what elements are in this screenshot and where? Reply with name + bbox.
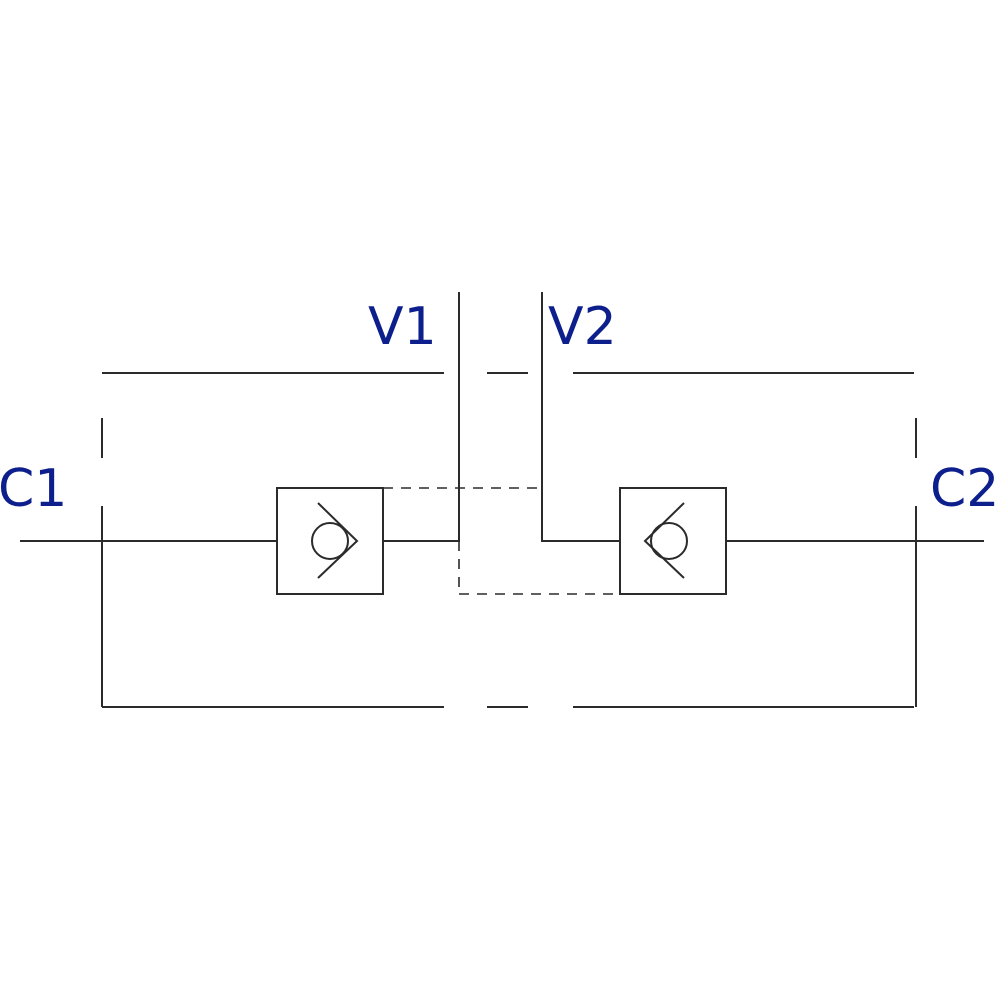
left-check-valve [276, 487, 384, 595]
flow-lines [20, 292, 984, 542]
port-label-v1: V1 [368, 297, 437, 357]
left-valve-ball-icon [311, 522, 349, 560]
left-valve-body [276, 487, 384, 595]
left-valve-seat-icon [317, 502, 359, 579]
right-valve-body [619, 487, 727, 595]
right-valve-seat-icon [643, 502, 685, 579]
line-v2-to-right-valve [541, 292, 620, 542]
port-label-v2: V2 [548, 297, 617, 357]
block-outline [101, 372, 917, 708]
pilot-lines [383, 487, 620, 595]
port-label-c2: C2 [930, 459, 999, 519]
right-check-valve [619, 487, 727, 595]
right-valve-ball-icon [650, 522, 688, 560]
port-label-c1: C1 [0, 459, 67, 519]
